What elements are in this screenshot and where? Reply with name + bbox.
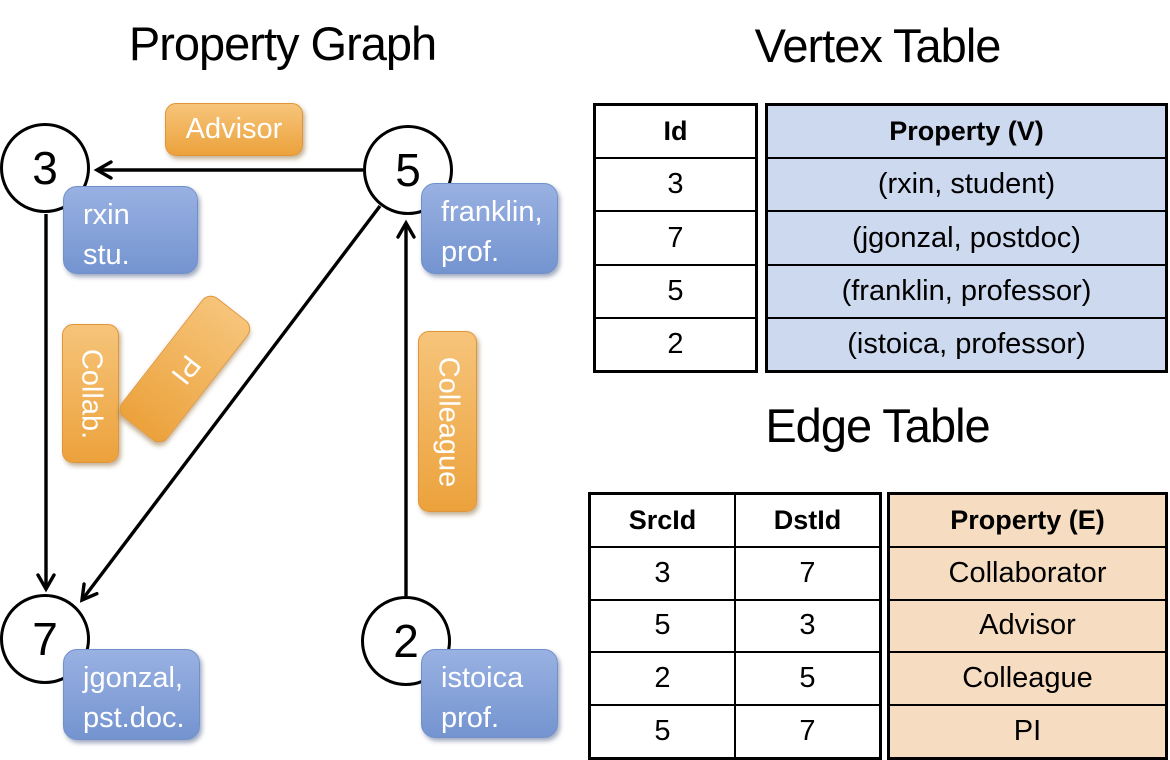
vertex-prop-line: jgonzal, bbox=[83, 662, 183, 694]
edge-table-property-header: Property (E) bbox=[890, 495, 1165, 546]
vertex-table-cell: 2 bbox=[596, 316, 755, 370]
vertex-table-cell: 7 bbox=[596, 210, 755, 263]
edge-table-cell: 3 bbox=[736, 598, 879, 652]
edge-table-srcid-header: SrcId bbox=[628, 504, 697, 535]
vertex-table-property-column: Property (V) (rxin, student) (jgonzal, p… bbox=[765, 103, 1168, 373]
edge-table-cell: Collaborator bbox=[890, 545, 1165, 599]
edge-label-advisor: Advisor bbox=[165, 103, 303, 156]
edge-label-text: Collab. bbox=[75, 348, 107, 439]
edge-table-cell: 2 bbox=[591, 651, 734, 704]
edge-table-cell: 7 bbox=[736, 545, 879, 599]
edge-table-cell: 3 bbox=[591, 545, 734, 599]
vertex-table-cell: (jgonzal, postdoc) bbox=[768, 210, 1165, 264]
edge-table-dstid-header: DstId bbox=[773, 504, 842, 535]
edge-5-7 bbox=[79, 204, 382, 603]
graph-node-2: 2 bbox=[361, 596, 451, 686]
edge-label-text: Advisor bbox=[185, 113, 283, 145]
edge-label-collab: Collab. bbox=[62, 324, 119, 463]
vertex-prop-franklin: franklin, prof. bbox=[421, 183, 558, 274]
node-id: 5 bbox=[395, 144, 421, 196]
vertex-prop-line: stu. bbox=[83, 239, 130, 271]
edge-table-srcid-column: SrcId 3 5 2 5 bbox=[591, 495, 736, 757]
vertex-prop-rxin: rxin stu. bbox=[63, 186, 198, 274]
graph-node-5: 5 bbox=[363, 125, 453, 215]
vertex-table-id-column: Id 3 7 5 2 bbox=[593, 103, 758, 373]
vertex-prop-jgonzal: jgonzal, pst.doc. bbox=[63, 649, 200, 740]
vertex-prop-line: franklin, bbox=[441, 196, 543, 228]
vertex-prop-line: istoica bbox=[441, 662, 524, 694]
edge-table-cell: 5 bbox=[736, 651, 879, 704]
vertex-table-id-header: Id bbox=[663, 116, 688, 147]
node-id: 2 bbox=[393, 615, 419, 667]
vertex-prop-istoica: istoica prof. bbox=[421, 649, 558, 738]
edge-table-cell: 7 bbox=[736, 704, 879, 757]
edge-table-property-column: Property (E) Collaborator Advisor Collea… bbox=[887, 492, 1168, 760]
edge-label-text: PI bbox=[164, 348, 207, 390]
vertex-table-title: Vertex Table bbox=[754, 19, 1002, 72]
vertex-prop-line: prof. bbox=[441, 702, 500, 734]
edge-table-title: Edge Table bbox=[765, 399, 990, 452]
edge-label-text: Colleague bbox=[432, 356, 464, 487]
edge-table-cell: PI bbox=[890, 704, 1165, 757]
edge-table-cell: 5 bbox=[591, 704, 734, 757]
vertex-prop-line: prof. bbox=[441, 236, 500, 268]
vertex-table-cell: (rxin, student) bbox=[768, 157, 1165, 211]
vertex-table-cell: (franklin, professor) bbox=[768, 263, 1165, 317]
edge-table-id-columns: SrcId 3 5 2 5 DstId 7 3 5 7 bbox=[588, 492, 882, 760]
vertex-table-cell: 3 bbox=[596, 157, 755, 210]
vertex-table-cell: 5 bbox=[596, 263, 755, 317]
vertex-prop-line: pst.doc. bbox=[83, 702, 185, 734]
edge-table-cell: Advisor bbox=[890, 598, 1165, 652]
vertex-table-property-header: Property (V) bbox=[768, 106, 1165, 158]
vertex-prop-line: rxin bbox=[83, 199, 130, 231]
property-graph-title: Property Graph bbox=[128, 17, 437, 70]
vertex-table-cell: (istoica, professor) bbox=[768, 316, 1165, 371]
graph-edges bbox=[36, 160, 416, 603]
node-id: 3 bbox=[32, 142, 58, 194]
edge-table-dstid-column: DstId 7 3 5 7 bbox=[736, 495, 879, 757]
edge-table-cell: Colleague bbox=[890, 651, 1165, 705]
node-id: 7 bbox=[32, 613, 58, 665]
edge-label-colleague: Colleague bbox=[418, 331, 477, 512]
edge-table-cell: 5 bbox=[591, 598, 734, 652]
